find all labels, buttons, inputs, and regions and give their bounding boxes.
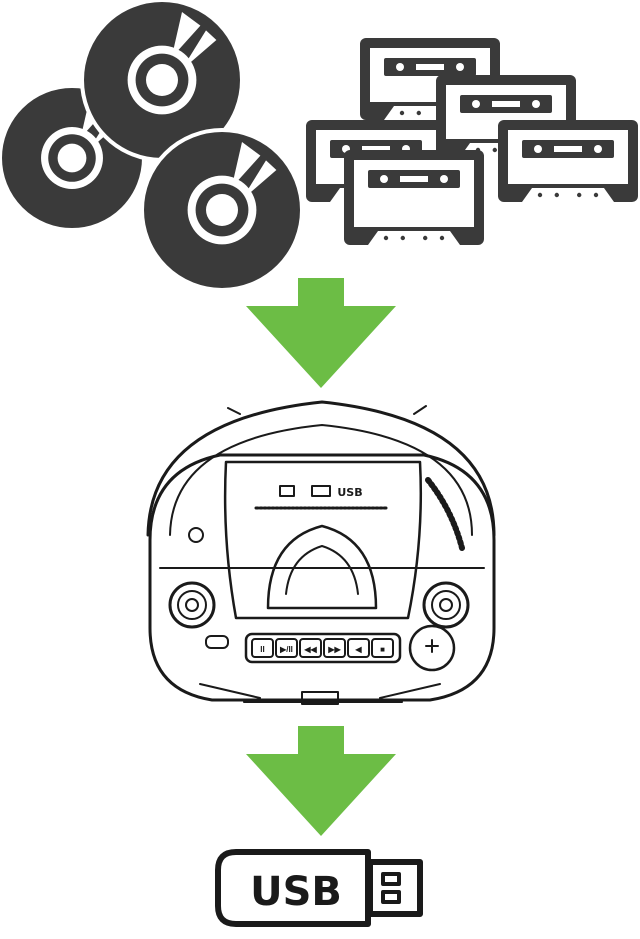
control-button-label: ◀: [354, 645, 362, 654]
cd-play-button: [408, 624, 456, 672]
control-button-label: II: [260, 645, 264, 654]
cassette-control-button: ■: [371, 638, 394, 658]
usb-drive-connector: [367, 859, 423, 917]
cd-disc-icon: [80, 0, 244, 162]
cd-logo-mark: [279, 485, 295, 497]
left-speaker: [168, 581, 216, 629]
usb-drive-body: [215, 849, 371, 927]
usb-port-panel: [301, 691, 339, 705]
down-arrow-icon: [246, 726, 396, 836]
cassette-tape-icon: [498, 120, 638, 202]
boombox-body: [148, 453, 496, 702]
cassette-control-button: ▶/II: [275, 638, 298, 658]
boombox-handle: [146, 400, 496, 537]
control-button-label: ▶▶: [327, 645, 341, 654]
cd-lid: [223, 460, 423, 620]
cassette-control-button: ▶▶: [323, 638, 346, 658]
control-button-label: ◀◀: [303, 645, 317, 654]
cassette-control-button: ◀: [347, 638, 370, 658]
tuning-scale: [425, 477, 465, 551]
usb-connector-slot: [381, 872, 401, 886]
control-button-label: ■: [380, 645, 385, 654]
boombox-icon: II ▶/II ◀◀ ▶▶ ◀ ■: [146, 400, 496, 705]
cassette-tape-icon: [344, 150, 484, 245]
mode-button: [205, 635, 229, 649]
cd-disc-group: [0, 0, 304, 292]
cassette-control-button: ◀◀: [299, 638, 322, 658]
lid-usb-label: USB: [337, 486, 362, 499]
cassette-control-button: II: [251, 638, 274, 658]
control-button-label: ▶/II: [279, 645, 293, 654]
usb-drive-label: USB: [250, 869, 342, 915]
cassette-control-strip: [244, 632, 402, 664]
usb-connector-slot: [381, 890, 401, 904]
down-arrow-icon: [246, 278, 396, 388]
power-knob: [188, 527, 204, 543]
right-speaker: [422, 581, 470, 629]
usb-flash-drive-icon: [215, 849, 423, 927]
lid-window: [266, 524, 378, 610]
cassette-tape-group: [306, 38, 638, 245]
tape-logo-mark: [311, 485, 331, 497]
boombox-handle-inner: [169, 424, 473, 536]
cd-disc-icon: [140, 128, 304, 292]
